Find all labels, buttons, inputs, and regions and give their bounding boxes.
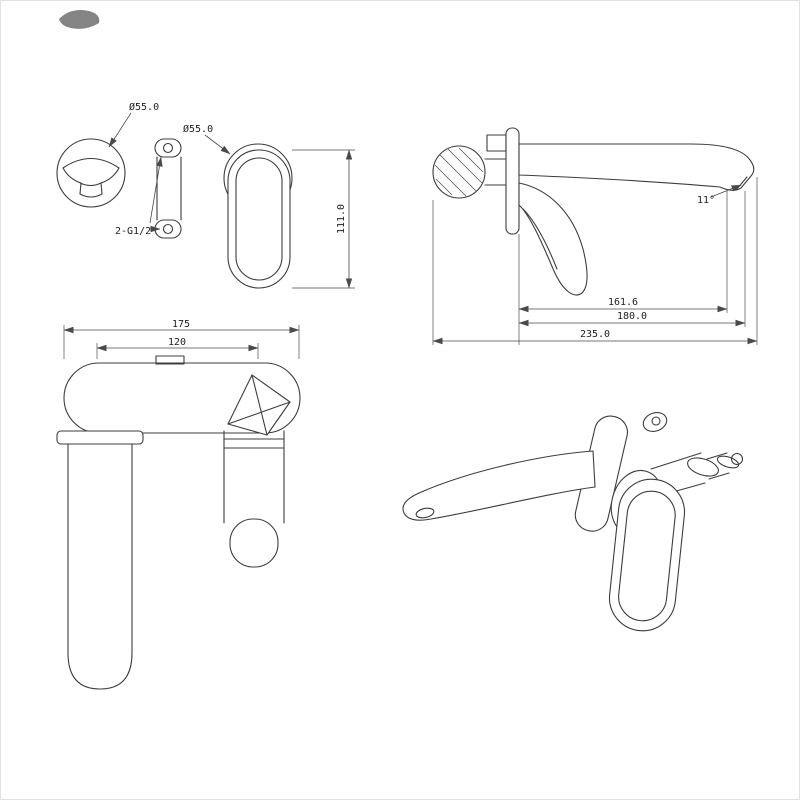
dim-overall-length-label: 175 xyxy=(172,319,190,330)
dim-height: 111.0 xyxy=(292,149,355,289)
handle-cartridge-top xyxy=(223,430,285,568)
spout-flange-top xyxy=(56,430,144,445)
top-view: 175 120 xyxy=(56,319,301,690)
leader-spout-diameter xyxy=(108,112,132,148)
dim-wall-to-outlet: 161.6 xyxy=(518,191,728,345)
dim-spout-diameter-label: Ø55.0 xyxy=(129,101,159,113)
inlet-fitting xyxy=(486,134,507,152)
dim-thread-callout-label: 2-G1/2 xyxy=(115,226,151,237)
dim-height-label: 111.0 xyxy=(336,204,347,234)
dim-spout-projection-label: 120 xyxy=(168,337,186,348)
dim-handle-diameter-label: Ø55.0 xyxy=(183,123,213,135)
aerator-notch xyxy=(155,355,185,365)
dim-wall-to-tip: 180.0 xyxy=(518,191,746,327)
spout-escutcheon-circle xyxy=(56,138,126,208)
leader-thread-top xyxy=(149,156,163,224)
side-view: 11° 161.6 180.0 235.0 xyxy=(432,127,758,345)
dim-wall-to-tip-label: 180.0 xyxy=(617,311,647,322)
section-hatch xyxy=(434,147,484,197)
dim-spout-projection: 120 xyxy=(96,337,259,359)
aerator-perspective xyxy=(415,507,435,519)
dim-overall-depth-label: 235.0 xyxy=(580,329,610,340)
spout-outlet-front xyxy=(62,157,120,198)
dim-angle-label: 11° xyxy=(697,195,715,206)
perspective-view xyxy=(402,412,744,632)
dim-wall-to-outlet-label: 161.6 xyxy=(608,297,638,308)
mounting-ear-perspective xyxy=(642,412,668,432)
valve-body-section xyxy=(432,145,486,199)
mounting-plate xyxy=(154,138,182,239)
handle-lever-front-inner xyxy=(235,157,283,281)
spout-perspective xyxy=(402,450,596,521)
body-arm-top xyxy=(63,362,301,434)
spout-tube xyxy=(67,443,133,690)
screw-hole-bottom xyxy=(162,223,174,235)
handle-side-profile xyxy=(518,182,588,296)
handle-cap xyxy=(229,518,279,568)
dim-overall-length: 175 xyxy=(63,319,300,359)
leader-handle-diameter xyxy=(204,134,231,155)
leader-angle xyxy=(710,184,742,198)
handle-side-accent xyxy=(522,208,558,270)
dim-overall-depth: 235.0 xyxy=(432,177,758,345)
corner-logo-mark xyxy=(59,10,100,29)
handle-lever-perspective xyxy=(608,478,686,632)
front-view: Ø55.0 Ø55.0 2-G1/2 111.0 xyxy=(56,101,355,289)
handle-lever-front-outline xyxy=(227,149,291,289)
wall-plate-side xyxy=(505,127,520,235)
spout-side-profile xyxy=(518,143,755,191)
screw-hole-top xyxy=(162,142,174,154)
